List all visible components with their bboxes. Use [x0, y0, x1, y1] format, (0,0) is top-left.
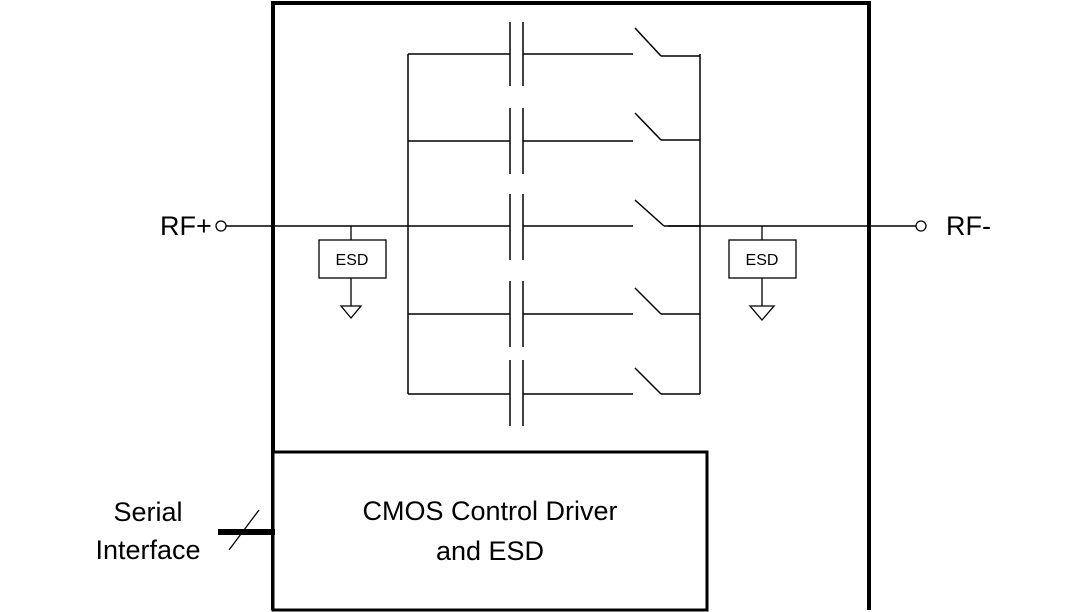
esd-left-ground-icon	[339, 305, 363, 320]
esd-right-label: ESD	[746, 252, 779, 269]
control-block-label-line2: and ESD	[436, 536, 544, 566]
branch-5	[408, 360, 700, 426]
switch-blade	[634, 27, 662, 57]
branch-1	[408, 22, 700, 86]
cmos-control-driver-block	[271, 450, 709, 612]
rf-minus-label: RF-	[946, 211, 991, 241]
serial-interface-label-line1: Serial	[113, 497, 182, 527]
rf-minus-terminal	[915, 220, 927, 232]
chip-outline	[271, 1, 871, 610]
rf-plus-terminal	[215, 220, 227, 232]
esd-right-box	[728, 239, 797, 279]
control-block-label-line1: CMOS Control Driver	[362, 496, 617, 526]
esd-right-ground-icon	[748, 305, 776, 321]
switch-blade	[634, 112, 662, 141]
rf-plus-label: RF+	[160, 211, 212, 241]
switch-blade	[634, 199, 665, 227]
branch-3	[408, 194, 700, 260]
serial-interface-label-line2: Interface	[95, 535, 200, 565]
switch-blade	[634, 287, 662, 315]
branch-2	[408, 108, 700, 174]
branch-4	[408, 281, 700, 347]
esd-left: ESD	[318, 226, 387, 320]
esd-right: ESD	[728, 226, 797, 321]
serial-bus-slash	[228, 509, 260, 551]
switch-blade	[634, 367, 662, 395]
esd-left-box	[318, 239, 387, 279]
esd-left-label: ESD	[336, 252, 369, 269]
